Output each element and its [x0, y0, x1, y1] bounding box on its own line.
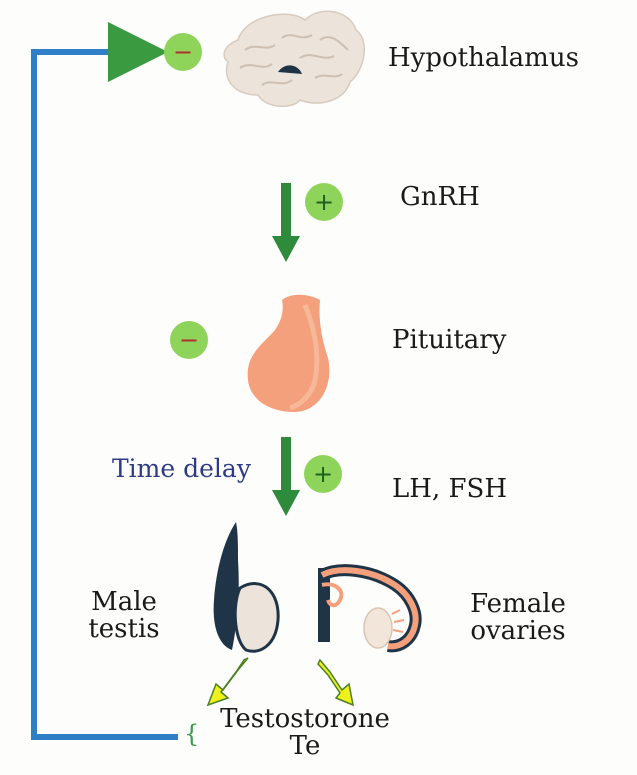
testosterone-label: Testostorone Te: [212, 704, 398, 762]
pituitary-label: Pituitary: [392, 325, 507, 355]
hypothalamus-minus-sign: −: [164, 33, 202, 71]
yellow-arrow-male: [206, 657, 249, 707]
brain-icon: [223, 10, 365, 107]
pituitary-minus-sign: −: [170, 321, 208, 359]
testosterone-label-line2: Te: [289, 731, 321, 762]
testosterone-label-line1: Testostorone: [220, 704, 390, 734]
arrow-hypothalamus-to-pituitary: [272, 183, 300, 262]
gnrh-plus-sign: +: [305, 183, 343, 221]
pituitary-icon: [247, 294, 330, 412]
male-label-line1: Male: [91, 587, 157, 617]
female-label-line2: ovaries: [470, 616, 566, 647]
time-delay-label: Time delay: [112, 454, 251, 483]
female-ovary-icon: [318, 564, 422, 653]
male-testis-icon: [213, 522, 280, 653]
female-ovaries-label: Female ovaries: [462, 589, 574, 647]
yellow-arrow-female: [317, 658, 354, 707]
green-brace: {: [184, 720, 200, 748]
lh-fsh-label: LH, FSH: [392, 474, 507, 504]
male-testis-label: Male testis: [78, 587, 170, 645]
arrow-pituitary-to-gonads: [272, 437, 300, 516]
female-label-line1: Female: [470, 589, 566, 619]
male-label-line2: testis: [88, 614, 160, 645]
feedback-loop-line: [31, 22, 178, 740]
gnrh-label: GnRH: [400, 182, 480, 212]
hypothalamus-label: Hypothalamus: [388, 43, 579, 73]
lh-fsh-plus-sign: +: [304, 455, 342, 493]
